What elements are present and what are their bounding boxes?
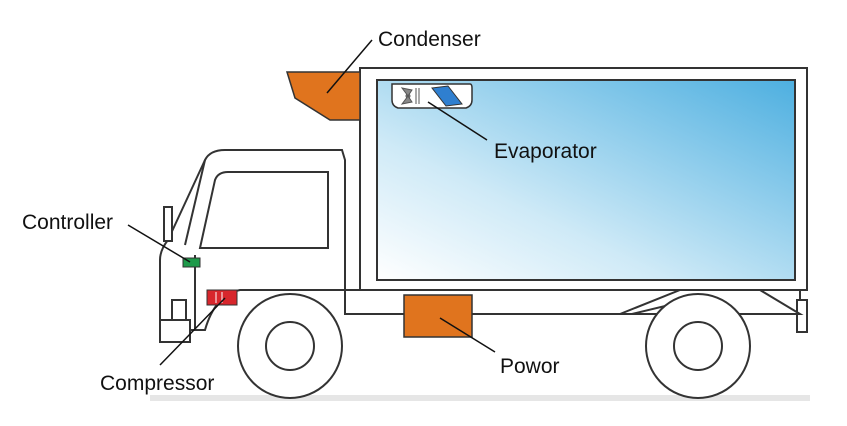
fan-icon <box>400 87 420 105</box>
compressor-leader-line <box>159 297 226 366</box>
cab-window <box>198 171 329 249</box>
evaporator-coil <box>431 85 463 107</box>
controller-unit <box>182 257 201 268</box>
cargo-box <box>359 67 808 291</box>
power-leader-line <box>439 317 496 353</box>
evaporator-label: Evaporator <box>494 140 597 163</box>
condenser-unit <box>285 71 361 121</box>
controller-label: Controller <box>22 211 113 234</box>
power-label: Powor <box>500 355 560 378</box>
front-wheel <box>237 293 343 399</box>
compressor-label: Compressor <box>100 372 214 395</box>
truck-cab <box>159 149 346 343</box>
condenser-leader-line <box>326 39 373 94</box>
condenser-label: Condenser <box>378 28 481 51</box>
mirror <box>163 206 173 242</box>
ground-shadow <box>150 395 810 401</box>
rear-wheel <box>645 293 751 399</box>
evaporator-leader-line <box>427 101 488 141</box>
compressor-unit <box>206 289 238 306</box>
controller-leader-line <box>127 224 191 263</box>
evaporator-unit <box>391 83 473 109</box>
